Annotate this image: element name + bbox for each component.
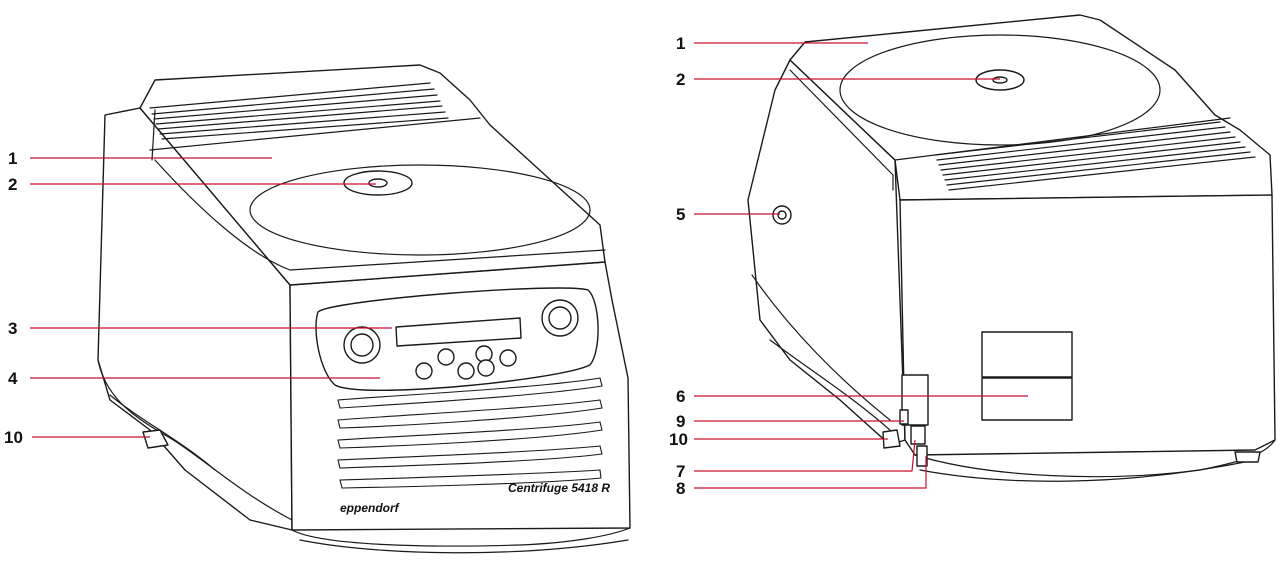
front-vent-slots [337, 377, 603, 489]
front-display [395, 317, 522, 347]
front-base-left [97, 359, 293, 521]
rear-power-socket [910, 425, 926, 445]
rear-view-centrifuge [747, 14, 1276, 482]
rear-callout-7: 7 [676, 462, 685, 481]
rear-top-vent [934, 121, 1256, 191]
front-callout-10: 10 [4, 428, 23, 447]
front-brand-label: eppendorf [340, 501, 400, 515]
front-callouts: 1 2 3 4 10 [4, 149, 392, 447]
rear-leader-7 [694, 439, 916, 472]
rear-foot [882, 429, 901, 449]
rear-label-plate-lower [981, 377, 1073, 421]
rear-fuse-holder [916, 445, 928, 467]
front-keypad [415, 345, 517, 380]
rear-callout-8: 8 [676, 479, 685, 498]
rear-callout-5: 5 [676, 205, 685, 224]
front-callout-4: 4 [8, 369, 18, 388]
front-view-centrifuge: eppendorf Centrifuge 5418 R [97, 64, 631, 554]
rear-callout-1: 1 [676, 34, 685, 53]
rear-lid [789, 14, 1273, 201]
front-top-vent [149, 82, 449, 140]
front-callout-3: 3 [8, 319, 17, 338]
rear-leader-8 [694, 456, 927, 489]
front-callout-2: 2 [8, 175, 17, 194]
front-callout-1: 1 [8, 149, 17, 168]
front-lid-dome [249, 164, 591, 256]
rear-label-plate-upper [981, 331, 1073, 378]
rear-callouts: 1 2 5 6 9 10 7 8 [669, 34, 1028, 498]
rear-main-body [899, 194, 1276, 456]
rear-callout-6: 6 [676, 387, 685, 406]
rear-callout-2: 2 [676, 70, 685, 89]
rear-lid-dome [839, 34, 1161, 146]
rear-callout-10: 10 [669, 430, 688, 449]
rear-callout-9: 9 [676, 412, 685, 431]
rear-switch [899, 409, 909, 425]
front-model-label: Centrifuge 5418 R [508, 481, 610, 495]
front-foot [142, 429, 169, 449]
